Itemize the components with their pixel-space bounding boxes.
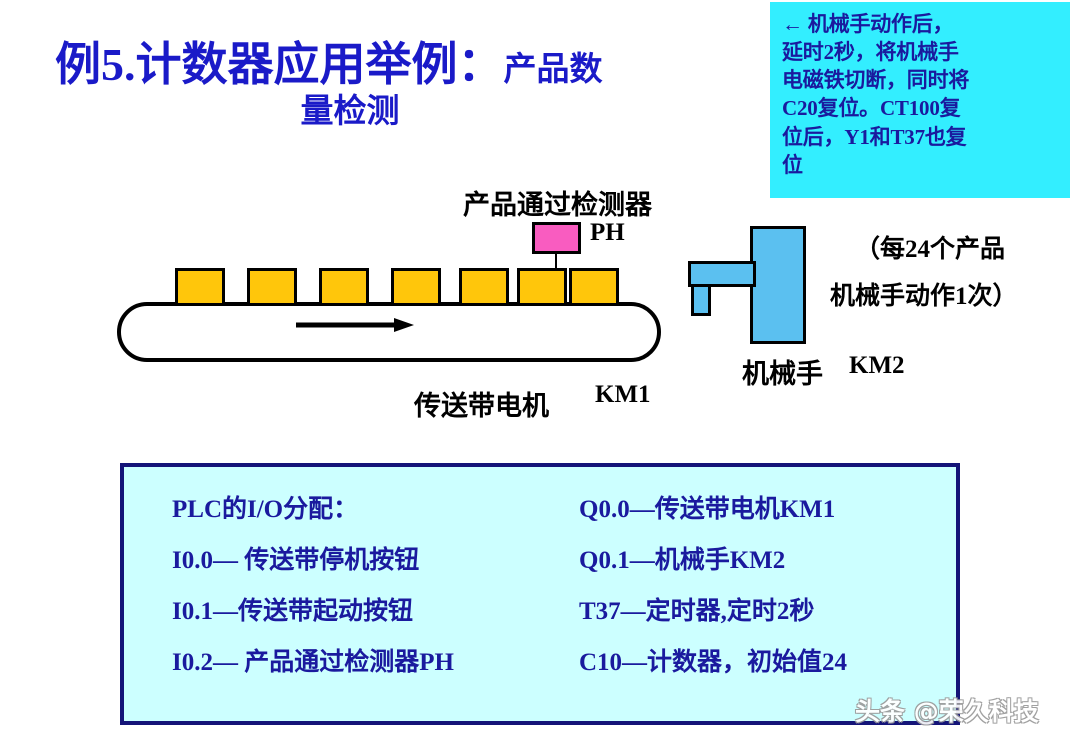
ratio-annotation-line-1: （每24个产品 xyxy=(855,236,1006,263)
km1-tag-label: KM1 xyxy=(595,381,651,408)
detector-tag-label: PH xyxy=(590,219,625,246)
robot-arm-gripper xyxy=(691,284,711,316)
robot-arm-body xyxy=(750,226,806,344)
ratio-annotation-line-2: 机械手动作1次） xyxy=(830,283,1018,310)
page-title: 例5.计数器应用举例：产品数 量检测 xyxy=(55,42,695,131)
title-example-number: 例5. xyxy=(55,39,136,90)
io-left-column: PLC的I/O分配： I0.0— 传送带停机按钮 I0.1—传送带起动按钮 I0… xyxy=(172,497,454,701)
note-line: 电磁铁切断，同时将 xyxy=(782,68,970,93)
io-output-row: T37—定时器,定时2秒 xyxy=(579,598,815,625)
io-output-row: Q0.0—传送带电机KM1 xyxy=(579,496,836,523)
robot-arm-label: 机械手 xyxy=(742,359,823,389)
io-input-row: I0.1—传送带起动按钮 xyxy=(172,598,413,625)
belt-direction-arrow-icon xyxy=(296,318,414,332)
photo-detector-icon xyxy=(532,222,581,254)
robot-arm-horizontal xyxy=(688,261,756,287)
title-line-2: 量检测 xyxy=(300,94,400,130)
product-box xyxy=(569,268,619,306)
watermark: 头条 @荣久科技 xyxy=(855,697,1039,726)
detector-label: 产品通过检测器 xyxy=(463,190,652,220)
io-assignment-box: PLC的I/O分配： I0.0— 传送带停机按钮 I0.1—传送带起动按钮 I0… xyxy=(120,463,960,725)
io-output-row: C10—计数器，初始值24 xyxy=(579,649,848,676)
title-main-text: 计数器应用举例： xyxy=(135,39,504,90)
note-line: 位后，Y1和T37也复 xyxy=(782,124,967,149)
title-tail-text: 产品数 xyxy=(503,52,603,88)
conveyor-belt xyxy=(147,302,631,362)
io-input-row: I0.0— 传送带停机按钮 xyxy=(172,547,420,574)
conveyor-motor-label: 传送带电机 xyxy=(414,391,549,421)
product-box xyxy=(319,268,369,306)
note-line: ← 机械手动作后， xyxy=(782,12,954,36)
io-input-row: I0.2— 产品通过检测器PH xyxy=(172,649,454,676)
io-heading: PLC的I/O分配： xyxy=(172,496,359,523)
product-box xyxy=(391,268,441,306)
note-line: C20复位。CT100复 xyxy=(782,96,961,121)
io-output-row: Q0.1—机械手KM2 xyxy=(579,547,786,574)
note-line: 延时2秒，将机械手 xyxy=(782,40,959,65)
km2-tag-label: KM2 xyxy=(849,352,905,379)
product-box xyxy=(517,268,567,306)
conveyor-diagram: 产品通过检测器 PH 传送带电机 KM1 机械手 KM2 （每24个产品 机械手… xyxy=(117,190,1018,421)
io-right-column: Q0.0—传送带电机KM1 Q0.1—机械手KM2 T37—定时器,定时2秒 C… xyxy=(579,497,847,701)
product-box xyxy=(175,268,225,306)
title-line-1: 例5.计数器应用举例：产品数 xyxy=(55,42,695,88)
product-box xyxy=(459,268,509,306)
note-line: 位 xyxy=(782,152,803,177)
note-box: ← 机械手动作后， 延时2秒，将机械手 电磁铁切断，同时将 C20复位。CT10… xyxy=(770,2,1070,198)
product-box xyxy=(247,268,297,306)
